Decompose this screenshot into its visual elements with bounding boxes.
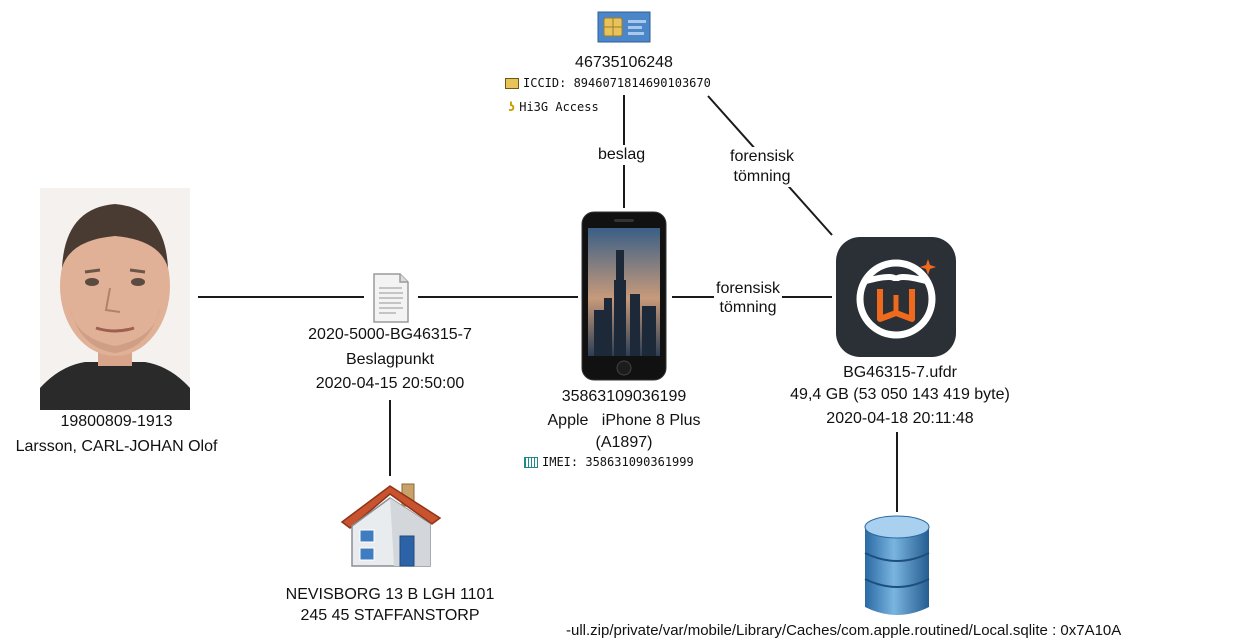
address-line1: NEVISBORG 13 B LGH 1101 [285, 586, 495, 603]
ufdr-app-icon [836, 237, 956, 357]
sim-operator: Hi3G Access [519, 100, 599, 114]
imei-barcode-icon [524, 457, 538, 468]
database-node[interactable] [862, 513, 932, 621]
sim-iccid: ICCID: 8946071814690103670 [523, 76, 711, 90]
extraction-datetime: 2020-04-18 20:11:48 [826, 410, 974, 427]
edge-label-phone-forensisk: forensisk tömning [714, 279, 783, 317]
extraction-node[interactable] [836, 237, 956, 357]
person-photo [40, 188, 190, 410]
person-id-number: 19800809-1913 [60, 413, 173, 430]
sim-node[interactable] [596, 10, 652, 44]
sim-chip-icon [505, 78, 519, 89]
phone-imei-row: IMEI: 358631090361999 [524, 452, 694, 472]
edge-label-sim-forensisk: forensisk tömning [728, 147, 797, 187]
address-node[interactable] [336, 478, 444, 570]
house-icon [340, 483, 442, 567]
extraction-file: BG46315-7.ufdr [843, 364, 957, 381]
edge-label-phone-forensisk-line2: tömning [719, 299, 777, 316]
sim-iccid-row: ICCID: 8946071814690103670 [505, 73, 711, 93]
database-icon [864, 515, 930, 615]
phone-model-code: (A1897) [595, 434, 653, 451]
edge-label-phone-forensisk-line1: forensisk [716, 280, 781, 297]
address-line2: 245 45 STAFFANSTORP [300, 607, 480, 624]
seizure-case-number: 2020-5000-BG46315-7 [308, 326, 472, 343]
sim-msisdn: 46735106248 [575, 54, 673, 71]
phone-imei: IMEI: 358631090361999 [542, 455, 694, 469]
seizure-datetime: 2020-04-15 20:50:00 [315, 375, 465, 392]
seizure-type: Beslagpunkt [345, 351, 435, 368]
phone-node[interactable] [580, 210, 668, 382]
extraction-size: 49,4 GB (53 050 143 419 byte) [790, 386, 1010, 403]
phone-model: Apple iPhone 8 Plus [547, 412, 701, 429]
database-path: -ull.zip/private/var/mobile/Library/Cach… [566, 622, 1122, 639]
edge-label-sim-forensisk-line1: forensisk [730, 148, 795, 165]
document-icon [373, 273, 409, 323]
seizure-node[interactable] [366, 270, 414, 326]
person-name: Larsson, CARL-JOHAN Olof [15, 438, 218, 455]
phone-imei-short: 35863109036199 [561, 388, 687, 405]
operator-icon: ʖ [508, 100, 516, 114]
iphone-icon [581, 211, 667, 381]
sim-card-icon [597, 11, 651, 43]
edge-label-beslag: beslag [596, 145, 648, 165]
edge-label-sim-forensisk-line2: tömning [733, 168, 791, 185]
person-node[interactable] [40, 188, 190, 410]
